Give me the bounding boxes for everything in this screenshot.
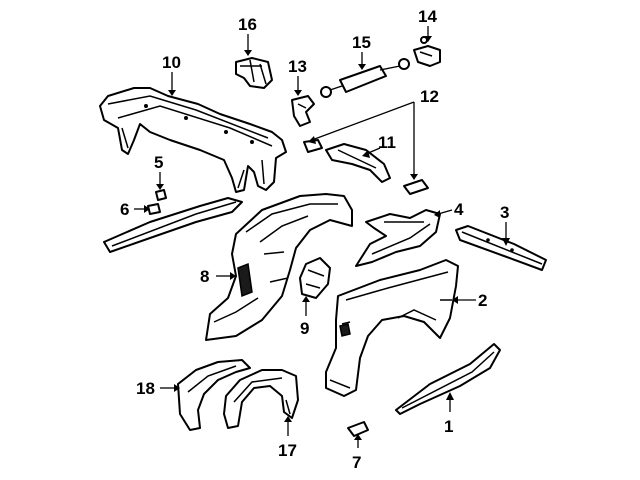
support-bracket xyxy=(325,143,391,183)
svg-text:4: 4 xyxy=(454,200,464,219)
svg-text:3: 3 xyxy=(500,203,509,222)
quarter-panel-outer xyxy=(325,259,459,397)
svg-text:15: 15 xyxy=(352,33,371,52)
svg-text:10: 10 xyxy=(162,53,181,72)
callout-3: 3 xyxy=(500,203,510,246)
hinge-bracket xyxy=(235,57,273,89)
callout-18: 18 xyxy=(136,379,180,398)
bracket-assembly xyxy=(299,257,331,299)
svg-text:7: 7 xyxy=(352,453,361,472)
callout-14: 14 xyxy=(418,7,437,42)
fastener-screw xyxy=(147,203,161,215)
roof-side-rail xyxy=(455,225,547,271)
callout-2: 2 xyxy=(452,291,487,310)
svg-text:11: 11 xyxy=(378,133,396,152)
callout-17: 17 xyxy=(278,416,297,460)
rear-shelf-panel xyxy=(99,87,287,193)
callout-13: 13 xyxy=(288,57,307,96)
drip-rail-molding xyxy=(103,197,243,253)
callout-1: 1 xyxy=(444,392,454,436)
callout-12: 12 xyxy=(308,87,439,180)
svg-text:14: 14 xyxy=(418,7,437,26)
svg-text:18: 18 xyxy=(136,379,155,398)
quarter-inner-panel xyxy=(205,193,353,341)
wheelhouse-liner-rear xyxy=(223,369,299,429)
svg-text:16: 16 xyxy=(238,15,257,34)
callout-15: 15 xyxy=(352,33,371,70)
svg-text:8: 8 xyxy=(200,267,209,286)
callout-4: 4 xyxy=(434,200,464,219)
callout-9: 9 xyxy=(300,296,310,338)
svg-text:9: 9 xyxy=(300,319,309,338)
svg-text:2: 2 xyxy=(478,291,487,310)
latch-bracket xyxy=(291,95,315,127)
small-trim-plug xyxy=(347,421,369,437)
callout-7: 7 xyxy=(352,434,362,472)
callout-11: 11 xyxy=(362,133,396,158)
wheelhouse-reinforcement xyxy=(355,209,441,267)
quarter-panel-lower-trim xyxy=(395,343,501,415)
callout-8: 8 xyxy=(200,267,236,286)
wheelhouse-liner-front xyxy=(177,359,251,431)
callout-6: 6 xyxy=(120,200,150,219)
svg-text:17: 17 xyxy=(278,441,297,460)
callout-16: 16 xyxy=(238,15,257,56)
callout-10: 10 xyxy=(162,53,181,96)
svg-text:13: 13 xyxy=(288,57,307,76)
hinge-mount xyxy=(413,36,441,67)
svg-text:1: 1 xyxy=(444,417,453,436)
callout-5: 5 xyxy=(154,153,164,190)
fastener-clip xyxy=(155,189,167,201)
gas-strut xyxy=(320,58,410,98)
svg-text:5: 5 xyxy=(154,153,163,172)
svg-text:12: 12 xyxy=(420,87,439,106)
svg-text:6: 6 xyxy=(120,200,129,219)
